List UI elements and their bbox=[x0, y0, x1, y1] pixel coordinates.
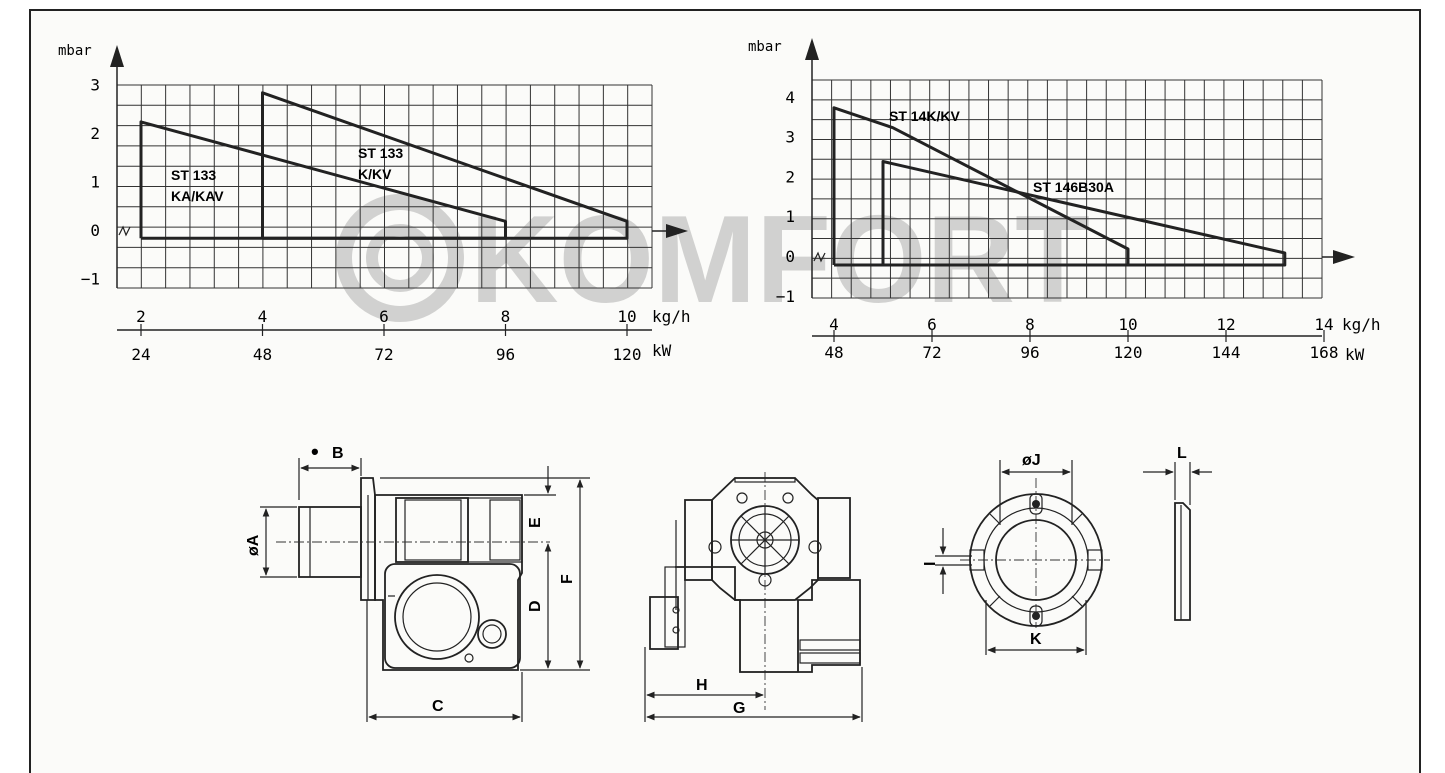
x-unit-kw: kW bbox=[1345, 345, 1365, 364]
x-tick-label-kw: 48 bbox=[824, 343, 843, 362]
dim-label-i: I bbox=[922, 562, 939, 566]
bullet-marker: • bbox=[311, 439, 319, 464]
x-tick-label-kgh: 4 bbox=[258, 307, 268, 326]
series-label: ST 133 bbox=[171, 167, 216, 183]
x-tick-label-kw: 120 bbox=[1114, 343, 1143, 362]
y-tick-label: 3 bbox=[785, 128, 795, 147]
watermark-text: KOMFORT bbox=[470, 191, 1090, 329]
x-tick-label-kw: 96 bbox=[1020, 343, 1039, 362]
side-view-drawing: • B øA E D F C bbox=[245, 439, 590, 722]
y-tick-label: 0 bbox=[785, 247, 795, 266]
gasket-view-drawing: L bbox=[1143, 445, 1212, 621]
dim-label-a: øA bbox=[245, 534, 262, 556]
x-tick-label-kw: 120 bbox=[613, 345, 642, 364]
x-tick-label-kw: 168 bbox=[1310, 343, 1339, 362]
x-tick-label-kw: 24 bbox=[131, 345, 150, 364]
axis-break-icon bbox=[118, 225, 131, 237]
series-label: ST 133 bbox=[358, 145, 403, 161]
x-tick-label-kgh: 12 bbox=[1216, 315, 1235, 334]
dim-label-c: C bbox=[432, 698, 444, 715]
x-unit-kw: kW bbox=[652, 341, 672, 360]
x-tick-label-kw: 144 bbox=[1212, 343, 1241, 362]
chart-st14-st146: mbar43210−1448672896101201214414168kg/hk… bbox=[748, 38, 1381, 364]
dim-label-j: øJ bbox=[1022, 452, 1041, 469]
x-tick-label-kw: 48 bbox=[253, 345, 272, 364]
series-label: ST 146B30A bbox=[1033, 179, 1114, 195]
dim-label-f: F bbox=[559, 574, 576, 584]
y-tick-label: −1 bbox=[81, 270, 100, 289]
series-label: K/KV bbox=[358, 166, 392, 182]
x-unit-kgh: kg/h bbox=[1342, 315, 1381, 334]
x-axis-arrow-icon bbox=[666, 224, 688, 238]
y-tick-label: 1 bbox=[785, 207, 795, 226]
x-tick-label-kgh: 10 bbox=[1118, 315, 1137, 334]
x-unit-kgh: kg/h bbox=[652, 307, 691, 326]
dim-label-e: E bbox=[527, 517, 544, 528]
x-tick-label-kw: 72 bbox=[922, 343, 941, 362]
x-tick-label-kgh: 10 bbox=[617, 307, 636, 326]
y-tick-label: 2 bbox=[90, 124, 100, 143]
flange-view-drawing: øJ I K bbox=[922, 452, 1110, 655]
y-axis-label: mbar bbox=[58, 43, 92, 59]
dim-label-k: K bbox=[1030, 631, 1042, 648]
x-axis-arrow-icon bbox=[1333, 250, 1355, 264]
x-tick-label-kw: 72 bbox=[374, 345, 393, 364]
x-tick-label-kgh: 8 bbox=[1025, 315, 1035, 334]
y-tick-label: −1 bbox=[776, 287, 795, 306]
x-tick-label-kgh: 6 bbox=[379, 307, 389, 326]
dim-label-b: B bbox=[332, 445, 344, 462]
dim-label-h: H bbox=[696, 677, 708, 694]
dim-label-l: L bbox=[1177, 445, 1187, 462]
dim-label-g: G bbox=[733, 700, 745, 717]
x-tick-label-kgh: 4 bbox=[829, 315, 839, 334]
series-curve bbox=[261, 91, 629, 240]
x-tick-label-kgh: 6 bbox=[927, 315, 937, 334]
y-axis-arrow-icon bbox=[805, 38, 819, 60]
x-tick-label-kw: 96 bbox=[496, 345, 515, 364]
dim-label-d: D bbox=[527, 600, 544, 612]
x-tick-label-kgh: 8 bbox=[501, 307, 511, 326]
y-tick-label: 2 bbox=[785, 167, 795, 186]
series-label: KA/KAV bbox=[171, 188, 224, 204]
y-axis-label: mbar bbox=[748, 39, 782, 55]
x-tick-label-kgh: 2 bbox=[136, 307, 146, 326]
y-tick-label: 3 bbox=[90, 76, 100, 95]
y-tick-label: 1 bbox=[90, 173, 100, 192]
watermark: KOMFORT bbox=[336, 191, 1090, 329]
y-axis-arrow-icon bbox=[110, 45, 124, 67]
series-label: ST 14K/KV bbox=[889, 108, 960, 124]
x-tick-label-kgh: 14 bbox=[1314, 315, 1333, 334]
front-view-drawing: H G bbox=[644, 472, 863, 722]
y-tick-label: 0 bbox=[90, 221, 100, 240]
series-curve bbox=[881, 160, 1287, 267]
axis-break-icon bbox=[813, 251, 826, 263]
y-tick-label: 4 bbox=[785, 88, 795, 107]
